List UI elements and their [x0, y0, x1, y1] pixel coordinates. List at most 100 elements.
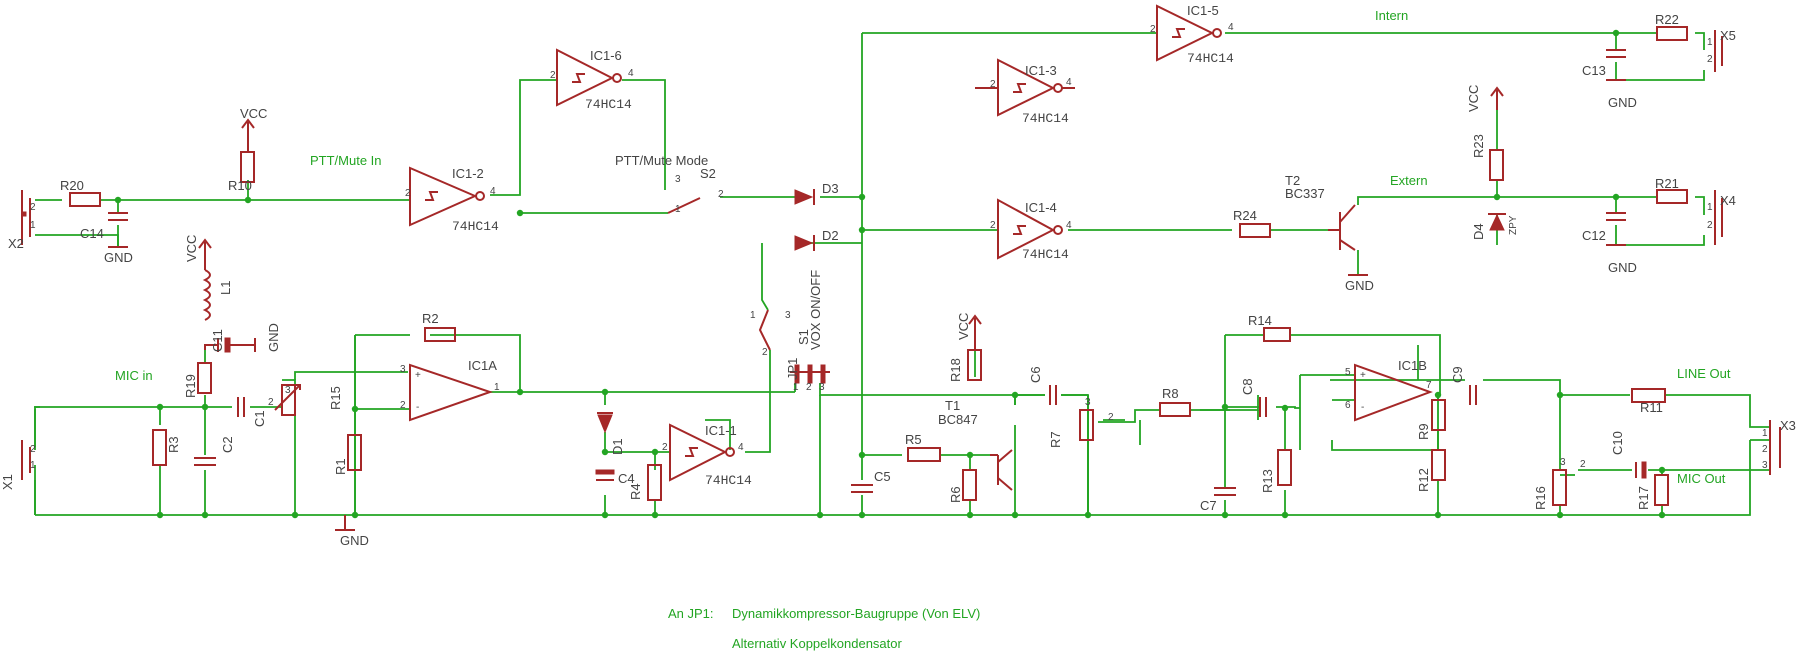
label-ptt-in: PTT/Mute In	[310, 153, 382, 168]
label-r13: R13	[1260, 469, 1275, 493]
label-r11: R11	[1640, 400, 1663, 415]
pin-ic1b-minus: -	[1361, 402, 1364, 413]
label-c14: C14	[80, 226, 104, 241]
label-ic1a: IC1A	[468, 358, 497, 373]
pin-jp1-3: 3	[819, 382, 825, 393]
label-c10: C10	[1610, 431, 1625, 455]
pin-s2-1: 1	[675, 204, 681, 215]
pin-x5-1: 1	[1707, 37, 1713, 48]
label-r10: R10	[228, 178, 252, 193]
label-t2-type: BC337	[1285, 186, 1325, 201]
pin-ic1b-7: 7	[1426, 380, 1432, 391]
label-x5: X5	[1720, 28, 1736, 43]
label-mic-out: MIC Out	[1677, 471, 1726, 486]
label-c9: C9	[1450, 366, 1465, 383]
pin-x4-1: 1	[1707, 202, 1713, 213]
pin-ic1-2-out: 4	[490, 186, 496, 197]
pin-ic1-1-out: 4	[738, 442, 744, 453]
pin-x5-2: 2	[1707, 54, 1713, 65]
pin-ic1a-plus: +	[415, 370, 421, 381]
label-vcc-l1: VCC	[184, 235, 199, 262]
pin-r15-2: 2	[268, 397, 274, 408]
label-r14: R14	[1248, 313, 1272, 328]
label-c4: C4	[618, 471, 635, 486]
label-c8: C8	[1240, 378, 1255, 395]
label-r16: R16	[1533, 486, 1548, 510]
label-r7: R7	[1048, 431, 1063, 448]
note-line-1: Dynamikkompressor-Baugruppe (Von ELV)	[732, 606, 980, 621]
pin-ic1b-5: 5	[1345, 367, 1351, 378]
label-r22: R22	[1655, 12, 1679, 27]
label-r20: R20	[60, 178, 84, 193]
note-line-2: Alternativ Koppelkondensator	[732, 636, 903, 651]
pin-s1-1: 1	[750, 310, 756, 321]
pin-r15-3: 3	[285, 385, 291, 396]
label-ic1-4-chip: 74HC14	[1022, 247, 1069, 262]
label-r8: R8	[1162, 386, 1179, 401]
pin-r16-2: 2	[1580, 459, 1586, 470]
label-ic1-5: IC1-5	[1187, 3, 1219, 18]
label-r18: R18	[948, 358, 963, 382]
label-s1: S1	[796, 329, 811, 345]
label-gnd-c13: GND	[1608, 95, 1637, 110]
label-ic1-6: IC1-6	[590, 48, 622, 63]
label-r15: R15	[328, 386, 343, 410]
pin-ic1-1-in: 2	[662, 442, 668, 453]
note-prefix: An JP1:	[668, 606, 714, 621]
label-r17: R17	[1636, 486, 1651, 510]
label-x1: X1	[0, 474, 15, 490]
label-d4: D4	[1471, 223, 1486, 240]
label-r4: R4	[628, 483, 643, 500]
wires-main	[1224, 334, 1770, 516]
pin-x2-2: 2	[30, 202, 36, 213]
pin-ic1-4-in: 2	[990, 220, 996, 231]
pin-ic1-3-in: 2	[990, 79, 996, 90]
pin-s2-3: 3	[675, 174, 681, 185]
label-vcc-r23: VCC	[1466, 85, 1481, 112]
pin-ic1a-2: 2	[400, 400, 406, 411]
label-r24: R24	[1233, 208, 1257, 223]
label-intern: Intern	[1375, 8, 1408, 23]
label-r6: R6	[948, 486, 963, 503]
label-t1: T1	[945, 398, 960, 413]
pin-ic1b-6: 6	[1345, 400, 1351, 411]
label-zpy: ZPY	[1508, 215, 1519, 235]
label-s2-mode: PTT/Mute Mode	[615, 153, 708, 168]
label-ic1-2: IC1-2	[452, 166, 484, 181]
pin-jp1-2: 2	[806, 382, 812, 393]
label-r5: R5	[905, 432, 922, 447]
label-r12: R12	[1416, 468, 1431, 492]
label-c5: C5	[874, 469, 891, 484]
label-x3: X3	[1780, 418, 1796, 433]
pin-s2-2: 2	[718, 189, 724, 200]
label-d1: D1	[610, 438, 625, 455]
label-d2: D2	[822, 228, 839, 243]
label-gnd-c11: GND	[266, 323, 281, 352]
wires	[34, 32, 1705, 516]
label-vcc-1: VCC	[240, 106, 267, 121]
label-t2: T2	[1285, 173, 1300, 188]
pin-numbers: 3 1 2 2 4 2 4 2 4 2 4 2 4 2 4 3 2 1 + - …	[30, 22, 1768, 471]
label-jp1: JP1	[785, 358, 800, 380]
pin-x1-2: 2	[30, 444, 36, 455]
label-c6: C6	[1028, 366, 1043, 383]
pin-ic1-5-out: 4	[1228, 22, 1234, 33]
pin-jp1-1: 1	[793, 382, 799, 393]
junctions	[114, 29, 1666, 519]
pin-ic1a-1: 1	[494, 382, 500, 393]
pin-x4-2: 2	[1707, 220, 1713, 231]
label-x4: X4	[1720, 193, 1736, 208]
label-c7: C7	[1200, 498, 1217, 513]
label-c1: C1	[252, 410, 267, 427]
label-d3: D3	[822, 181, 839, 196]
label-gnd-main: GND	[340, 533, 369, 548]
label-ic1-4: IC1-4	[1025, 200, 1057, 215]
pin-ic1-4-out: 4	[1066, 220, 1072, 231]
label-ic1-1: IC1-1	[705, 423, 737, 438]
label-s1-vox: VOX ON/OFF	[808, 270, 823, 350]
label-gnd-t2: GND	[1345, 278, 1374, 293]
label-vcc-r18: VCC	[956, 313, 971, 340]
label-ic1-2-chip: 74HC14	[452, 219, 499, 234]
label-ic1b: IC1B	[1398, 358, 1427, 373]
